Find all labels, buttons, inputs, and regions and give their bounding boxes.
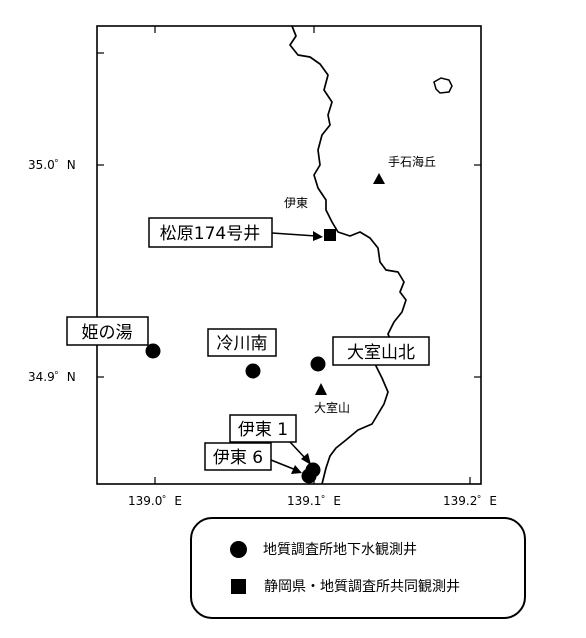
omuroyama-kita-label-box (332, 336, 430, 366)
ito-place-label: 伊東 (284, 196, 308, 210)
lat-label-349: 34.9゜N (28, 370, 76, 384)
lat-label-35: 35.0゜N (28, 158, 76, 172)
teishi-knoll-label: 手石海丘 (388, 154, 436, 169)
matsubara-well-marker (324, 229, 336, 241)
ito6-arrow-line (270, 459, 297, 471)
matsubara-label-box (148, 217, 273, 248)
teishi-knoll-marker (373, 173, 385, 184)
matsubara-arrowhead (313, 231, 323, 241)
omuroyama-kita-well-marker (310, 356, 326, 372)
legend-item-gsj-wells: 地質調査所地下水観測井 (230, 537, 417, 561)
ito6-arrowhead (291, 465, 302, 474)
ito6-label: 伊東 6 (213, 448, 263, 468)
himenoyu-label-box (66, 316, 149, 346)
matsubara-arrow-line (271, 232, 317, 237)
ito1-arrow-line (289, 441, 307, 460)
reikawa-minami-well-marker (245, 363, 261, 379)
square-symbol-icon (231, 578, 246, 594)
island (433, 77, 453, 94)
lon-label-1392: 139.2゜E (443, 494, 497, 508)
circle-symbol-icon (230, 540, 247, 558)
ito1-label: 伊東 1 (238, 420, 288, 440)
axis-ticks (97, 26, 481, 484)
legend-label-gsj-wells: 地質調査所地下水観測井 (263, 542, 417, 558)
lon-label-1390: 139.0゜E (128, 494, 182, 508)
ito1-arrowhead (301, 453, 311, 465)
ito1-label-box (229, 414, 297, 443)
ito6-label-box (204, 442, 272, 471)
legend-label-joint-wells: 静岡県・地質調査所共同観測井 (264, 579, 460, 595)
map-frame (96, 25, 482, 485)
himenoyu-label: 姫の湯 (82, 323, 133, 343)
omuroyama-kita-label: 大室山北 (347, 343, 415, 363)
omuroyama-marker (315, 383, 327, 395)
himenoyu-well-marker (145, 343, 161, 359)
omuroyama-label: 大室山 (314, 400, 350, 415)
legend-item-joint-wells: 静岡県・地質調査所共同観測井 (230, 574, 460, 598)
lon-label-1391: 139.1゜E (287, 494, 341, 508)
reikawa-minami-label: 冷川南 (217, 334, 268, 354)
legend: 地質調査所地下水観測井 静岡県・地質調査所共同観測井 (190, 517, 526, 619)
coastline (289, 25, 407, 485)
ito6-well-marker (301, 468, 317, 484)
matsubara-label: 松原174号井 (160, 224, 260, 244)
reikawa-minami-label-box (207, 328, 277, 357)
